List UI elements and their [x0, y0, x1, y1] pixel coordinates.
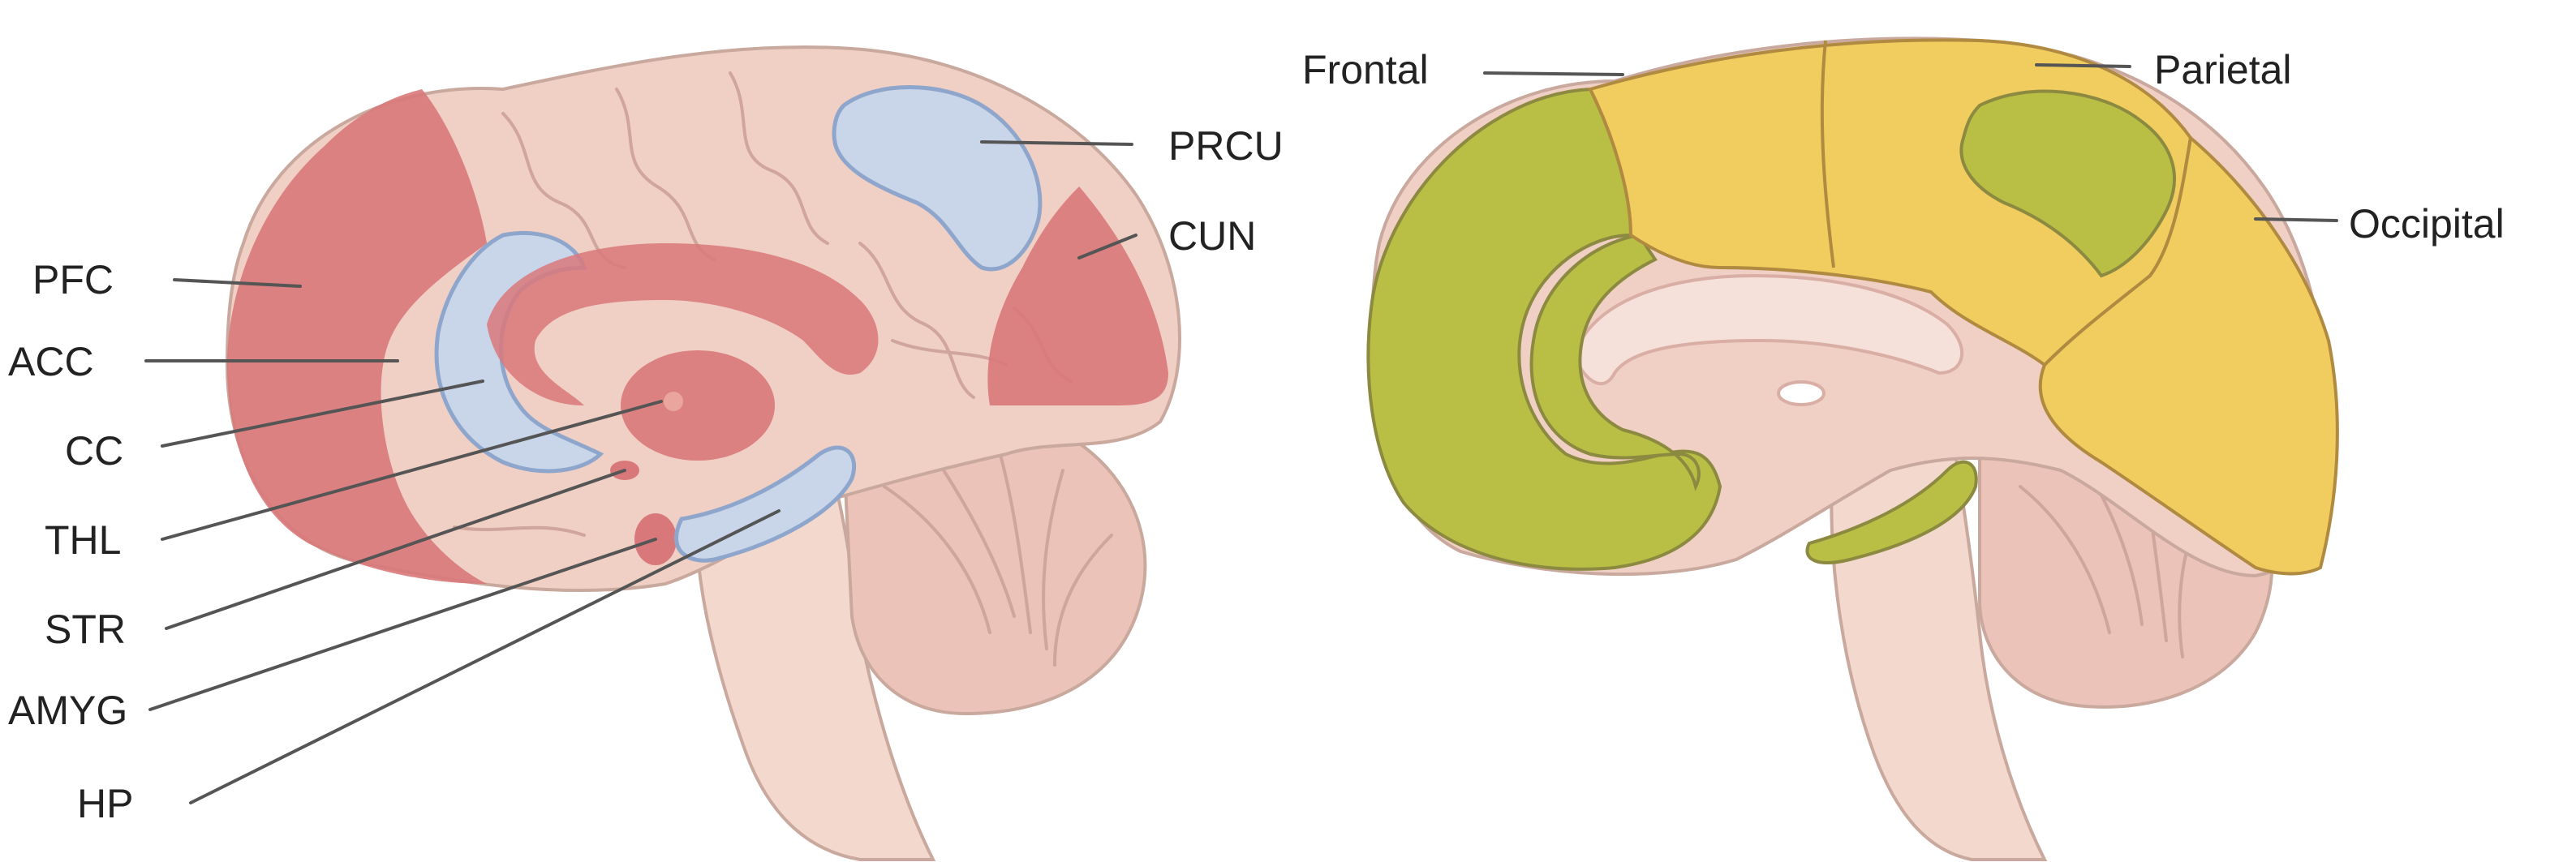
left-prcu-region	[832, 85, 1043, 272]
prcu-leader	[980, 140, 1133, 146]
right-parahippocampal	[1805, 460, 1978, 564]
right-frontal-lobe	[1366, 87, 1722, 571]
amyg-leader	[148, 538, 657, 711]
right-thalamus	[1777, 380, 1826, 406]
label-acc: ACC	[8, 339, 94, 384]
left-brain	[225, 45, 1181, 861]
label-frontal: Frontal	[1302, 47, 1429, 92]
right-sulcus-line	[1820, 40, 1835, 268]
label-cun: CUN	[1168, 213, 1256, 259]
label-thl: THL	[45, 517, 121, 563]
left-pfc-region	[227, 89, 487, 584]
left-cun-region	[987, 187, 1168, 405]
str-leader	[165, 469, 626, 630]
occipital-leader	[2254, 217, 2338, 222]
hp-leader	[189, 509, 781, 804]
left-labels: PFC ACC CC THL STR AMYG HP PRCU CUN	[8, 123, 1284, 826]
left-cc-region	[487, 243, 879, 405]
cun-leader	[1077, 234, 1137, 259]
label-hp: HP	[77, 781, 133, 826]
label-pfc: PFC	[32, 257, 114, 302]
label-amyg: AMYG	[8, 688, 127, 733]
left-leader-lines	[144, 140, 1137, 804]
right-leader-lines	[1483, 63, 2338, 222]
right-occipital-lobe	[2038, 135, 2339, 576]
left-cerebellum-folia	[883, 444, 1113, 667]
right-cingulate-arc	[1529, 233, 1701, 491]
label-parietal: Parietal	[2154, 47, 2292, 92]
right-parietal-green	[1959, 89, 2176, 278]
right-labels: Frontal Parietal Occipital	[1302, 47, 2505, 247]
label-cc: CC	[65, 428, 123, 474]
left-thl-region	[621, 350, 775, 461]
thl-leader	[161, 400, 663, 541]
left-hp-region	[674, 445, 857, 563]
label-occipital: Occipital	[2349, 201, 2505, 247]
label-prcu: PRCU	[1168, 123, 1284, 169]
label-str: STR	[45, 607, 126, 652]
cc-leader	[161, 380, 484, 448]
right-corpus-callosum	[1572, 273, 1963, 386]
right-brainstem	[1830, 452, 2048, 861]
parietal-leader	[2035, 63, 2131, 68]
pfc-leader	[173, 278, 302, 288]
frontal-leader	[1483, 71, 1624, 76]
right-brain	[1366, 36, 2339, 861]
left-thl-center	[664, 392, 683, 411]
